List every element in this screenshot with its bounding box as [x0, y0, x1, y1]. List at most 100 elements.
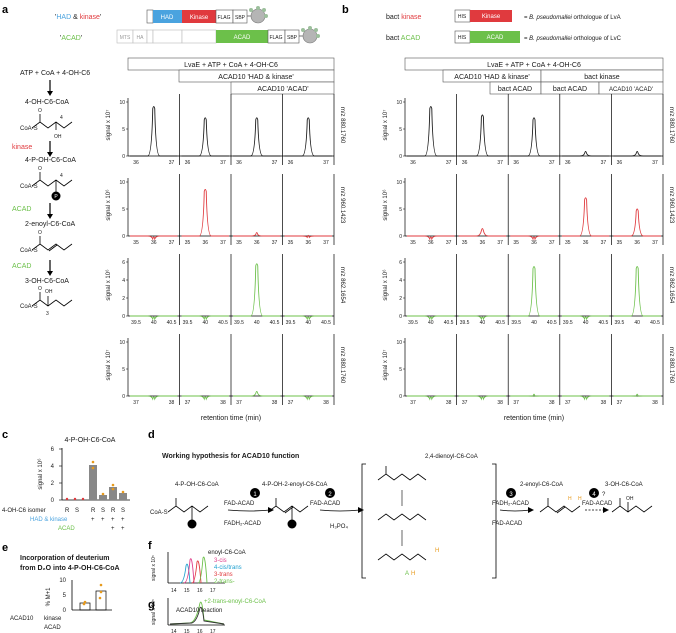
x-tick: 37	[513, 400, 519, 406]
x-tick: 38	[549, 400, 555, 406]
construct-had-kinase: HAD Kinase FLAG SBP	[146, 6, 268, 24]
svg-text:OH: OH	[626, 496, 634, 502]
x-tick: 37	[185, 400, 191, 406]
x-tick: 37	[323, 240, 329, 246]
svg-text:4: 4	[592, 492, 596, 498]
y-tick: 10	[396, 180, 402, 186]
svg-text:+: +	[121, 517, 125, 523]
y-tick: 10	[119, 180, 125, 186]
x-tick: 36	[254, 240, 260, 246]
svg-text:O: O	[38, 166, 42, 172]
svg-text:H: H	[435, 548, 439, 554]
svg-text:MTS: MTS	[120, 35, 131, 41]
svg-text:ACAD10 'HAD & kinase': ACAD10 'HAD & kinase'	[454, 74, 529, 81]
svg-text:ACAD: ACAD	[234, 35, 251, 41]
x-tick: 37	[169, 240, 175, 246]
y-axis-label: signal x 10⁶	[105, 189, 112, 221]
svg-text:1: 1	[253, 492, 257, 498]
x-tick: 36	[202, 240, 208, 246]
chromatogram-trace	[284, 234, 332, 239]
svg-text:HA: HA	[137, 35, 145, 41]
chromatogram-trace	[510, 117, 558, 157]
svg-text:H: H	[411, 571, 415, 577]
x-tick: 40.5	[270, 320, 280, 326]
x-tick: 35	[565, 240, 571, 246]
chromatogram-trace	[407, 395, 455, 401]
svg-text:FADH₂-ACAD: FADH₂-ACAD	[224, 521, 262, 527]
a-legend-row1: 'HAD & kinase'	[55, 14, 101, 21]
chromatogram-trace	[613, 150, 661, 157]
x-tick: 40	[480, 320, 486, 326]
x-tick: 40.5	[321, 320, 331, 326]
x-tick: 40	[151, 320, 157, 326]
chromatogram-trace	[613, 208, 661, 237]
chromatogram-trace	[130, 315, 178, 321]
svg-text:ACAD: ACAD	[58, 526, 75, 532]
x-tick: 36	[565, 160, 571, 166]
y-axis-label: signal x 10⁶	[105, 269, 112, 301]
svg-text:LvaE + ATP + CoA + 4-OH-C6: LvaE + ATP + CoA + 4-OH-C6	[487, 62, 581, 69]
svg-text:HAD & kinase: HAD & kinase	[30, 517, 68, 523]
chromatogram-trace	[510, 393, 558, 397]
svg-text:+: +	[121, 526, 125, 532]
chromatogram-trace	[561, 150, 610, 157]
svg-text:Kinase: Kinase	[482, 14, 501, 20]
svg-text:S: S	[75, 508, 79, 514]
svg-text:FLAG: FLAG	[269, 35, 282, 41]
svg-text:= B. pseudomallei orthologue o: = B. pseudomallei orthologue of LvA	[524, 15, 621, 21]
svg-text:signal x 10⁶: signal x 10⁶	[37, 458, 44, 490]
y-tick: 10	[396, 100, 402, 106]
x-tick: 36	[236, 160, 242, 166]
svg-text:S: S	[101, 508, 105, 514]
x-tick: 40.5	[167, 320, 177, 326]
chromatogram-trace	[233, 390, 281, 397]
x-tick: 36	[513, 160, 519, 166]
x-tick: 36	[151, 240, 157, 246]
svg-text:ACAD10 'ACAD': ACAD10 'ACAD'	[257, 86, 308, 93]
e-chart: 0 5 10 % M+1	[46, 578, 112, 614]
svg-text:0: 0	[51, 498, 55, 504]
svg-text:ACAD10 'HAD & kinase': ACAD10 'HAD & kinase'	[218, 74, 293, 81]
x-tick: 36	[480, 240, 486, 246]
chromatogram-trace	[130, 106, 178, 157]
x-tick: 40	[583, 320, 589, 326]
y-tick: 10	[396, 340, 402, 346]
svg-text:HAD: HAD	[161, 15, 174, 21]
svg-text:Kinase: Kinase	[190, 15, 209, 21]
x-tick: 39.5	[563, 320, 573, 326]
svg-text:3: 3	[46, 311, 49, 317]
svg-text:CoA-S: CoA-S	[20, 184, 38, 190]
chromatogram-trace	[613, 266, 661, 317]
chromatogram-trace	[458, 315, 507, 321]
svg-text:S: S	[121, 508, 125, 514]
chromatogram-trace	[233, 117, 281, 157]
svg-text:H₃PO₄: H₃PO₄	[330, 524, 348, 530]
x-tick: 37	[220, 160, 226, 166]
svg-text:bact ACAD: bact ACAD	[498, 86, 532, 93]
svg-text:A: A	[405, 571, 409, 577]
y-axis-label: signal x 10⁷	[105, 110, 112, 141]
construct-acad: MTS HA ACAD FLAG SBP	[116, 26, 320, 44]
chromatogram-trace	[458, 395, 507, 401]
x-tick: 38	[220, 400, 226, 406]
x-tick: 38	[497, 400, 503, 406]
svg-text:R: R	[91, 508, 96, 514]
x-tick: 37	[288, 400, 294, 406]
y-tick: 0	[399, 234, 402, 240]
chromatogram-trace	[181, 395, 229, 401]
svg-text:kinase: kinase	[12, 144, 32, 151]
svg-text:2,4-dienoyl-C6-CoA: 2,4-dienoyl-C6-CoA	[425, 454, 478, 460]
x-tick: 37	[446, 240, 452, 246]
x-tick: 36	[617, 160, 623, 166]
chromatogram-trace	[233, 232, 281, 237]
x-tick: 39.5	[286, 320, 296, 326]
x-tick: 35	[462, 240, 468, 246]
svg-text:O: O	[38, 286, 42, 292]
x-tick: 37	[652, 240, 658, 246]
x-tick: 35	[513, 240, 519, 246]
svg-text:SBP: SBP	[235, 15, 246, 21]
x-tick: 40.5	[495, 320, 505, 326]
x-tick: 37	[272, 240, 278, 246]
svg-text:FAD-ACAD: FAD-ACAD	[492, 521, 523, 527]
